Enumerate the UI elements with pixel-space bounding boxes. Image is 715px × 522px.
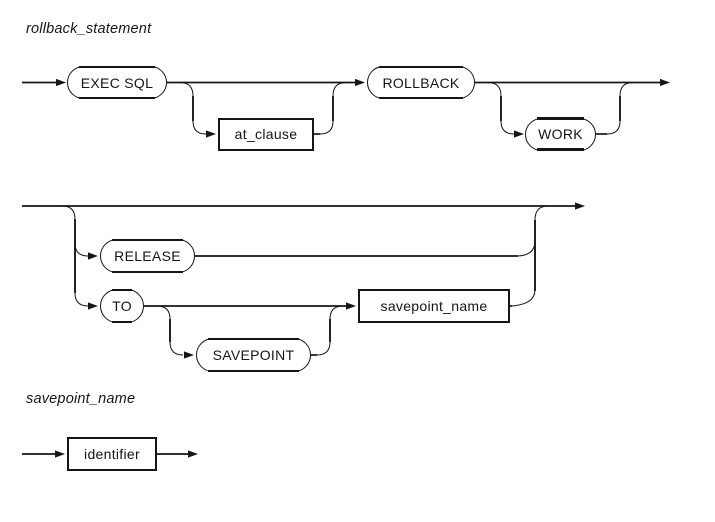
node-at-clause: at_clause: [218, 117, 314, 151]
arrowhead-icon: [575, 202, 585, 210]
node-identifier: identifier: [67, 437, 157, 471]
node-rollback: ROLLBACK: [367, 65, 475, 100]
section-title-savepoint-name: savepoint_name: [26, 391, 136, 407]
curve-segment: [517, 240, 536, 257]
node-release: RELEASE: [100, 238, 195, 274]
curve-segment: [332, 82, 347, 97]
node-savepoint-name: savepoint_name: [358, 289, 510, 323]
curve-segment: [74, 242, 89, 257]
rail2-group: [22, 202, 585, 359]
node-savepoint: SAVEPOINT: [196, 337, 311, 373]
curve-segment: [192, 120, 207, 135]
curve-segment: [500, 120, 515, 135]
arrowhead-icon: [355, 78, 365, 87]
curve-segment: [606, 120, 621, 135]
curve-segment: [619, 82, 634, 97]
curve-segment: [179, 82, 194, 97]
arrowhead-icon: [56, 78, 66, 87]
curve-segment: [156, 305, 171, 320]
rail3-group: [22, 450, 198, 458]
curve-segment: [319, 120, 334, 135]
rail1-group: [22, 78, 670, 138]
arrowhead-icon: [660, 78, 670, 87]
arrowhead-icon: [88, 252, 98, 260]
arrowhead-icon: [514, 130, 524, 138]
node-to: TO: [100, 288, 144, 324]
curve-segment: [329, 305, 344, 320]
arrowhead-icon: [206, 130, 216, 138]
curve-segment: [74, 292, 89, 307]
section-title-rollback-statement: rollback_statement: [26, 21, 152, 37]
node-exec-sql: EXEC SQL: [67, 65, 167, 100]
arrowhead-icon: [88, 302, 98, 310]
curve-segment: [61, 205, 76, 220]
curve-segment: [487, 82, 502, 97]
arrowhead-icon: [55, 450, 65, 458]
node-work: WORK: [525, 117, 596, 151]
arrowhead-icon: [346, 302, 356, 310]
curve-segment: [511, 289, 536, 307]
curve-segment: [169, 341, 184, 356]
curve-segment: [534, 205, 549, 221]
arrowhead-icon: [184, 351, 194, 359]
arrowhead-icon: [188, 450, 198, 458]
curve-segment: [316, 341, 331, 356]
